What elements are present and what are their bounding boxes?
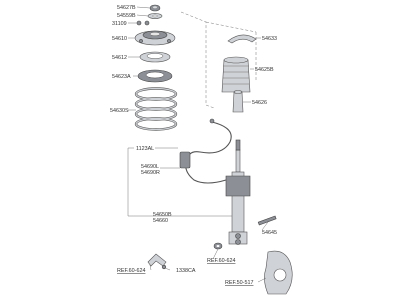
dust-cover-54633 [227,34,257,44]
label-31109: 31109 [112,21,127,27]
label-54690L: 54690L [141,164,159,170]
label-1123AL: 1123AL [136,146,154,152]
label-ref-60-624-upper: REF.60-624 [207,258,235,264]
label-ref-50-517: REF.50-517 [225,280,253,286]
bellows-54625B [221,56,251,93]
dashed-guide-lines [180,11,257,109]
small-parts-31109 [136,20,150,26]
bearing-54612 [139,51,171,63]
spring-seat-54623A [137,69,173,83]
label-54612: 54612 [112,55,127,61]
nut-lower [213,242,223,250]
label-54626: 54626 [252,100,267,106]
label-54625B: 54625B [255,67,274,73]
stabilizer-link-ref-60-624 [147,253,167,270]
label-54633: 54633 [262,36,277,42]
bolt-54645 [257,215,277,226]
strut-mount-54610 [134,30,176,46]
knuckle-ref-50-517 [264,250,293,295]
washer-54559B [147,13,163,19]
label-54660: 54660 [153,218,168,224]
nut-54627B [149,4,161,12]
label-54559B: 54559B [117,13,136,19]
label-ref-60-624-lower: REF.60-624 [117,268,145,274]
leader-lines [127,6,269,283]
strut-body-54650B [225,139,251,245]
label-54630S: 54630S [110,108,129,114]
part-labels: 54627B 54559B 31109 54610 54612 54623A 5… [110,5,277,286]
abs-sensor-wire-54690 [179,118,232,184]
label-54690R: 54690R [141,170,160,176]
label-54645: 54645 [262,230,277,236]
label-54627B: 54627B [117,5,136,11]
label-54610: 54610 [112,36,127,42]
label-54623A: 54623A [112,74,131,80]
label-1338CA: 1338CA [176,268,196,274]
label-54650B: 54650B [153,212,172,218]
bump-stopper-54626 [232,90,244,113]
